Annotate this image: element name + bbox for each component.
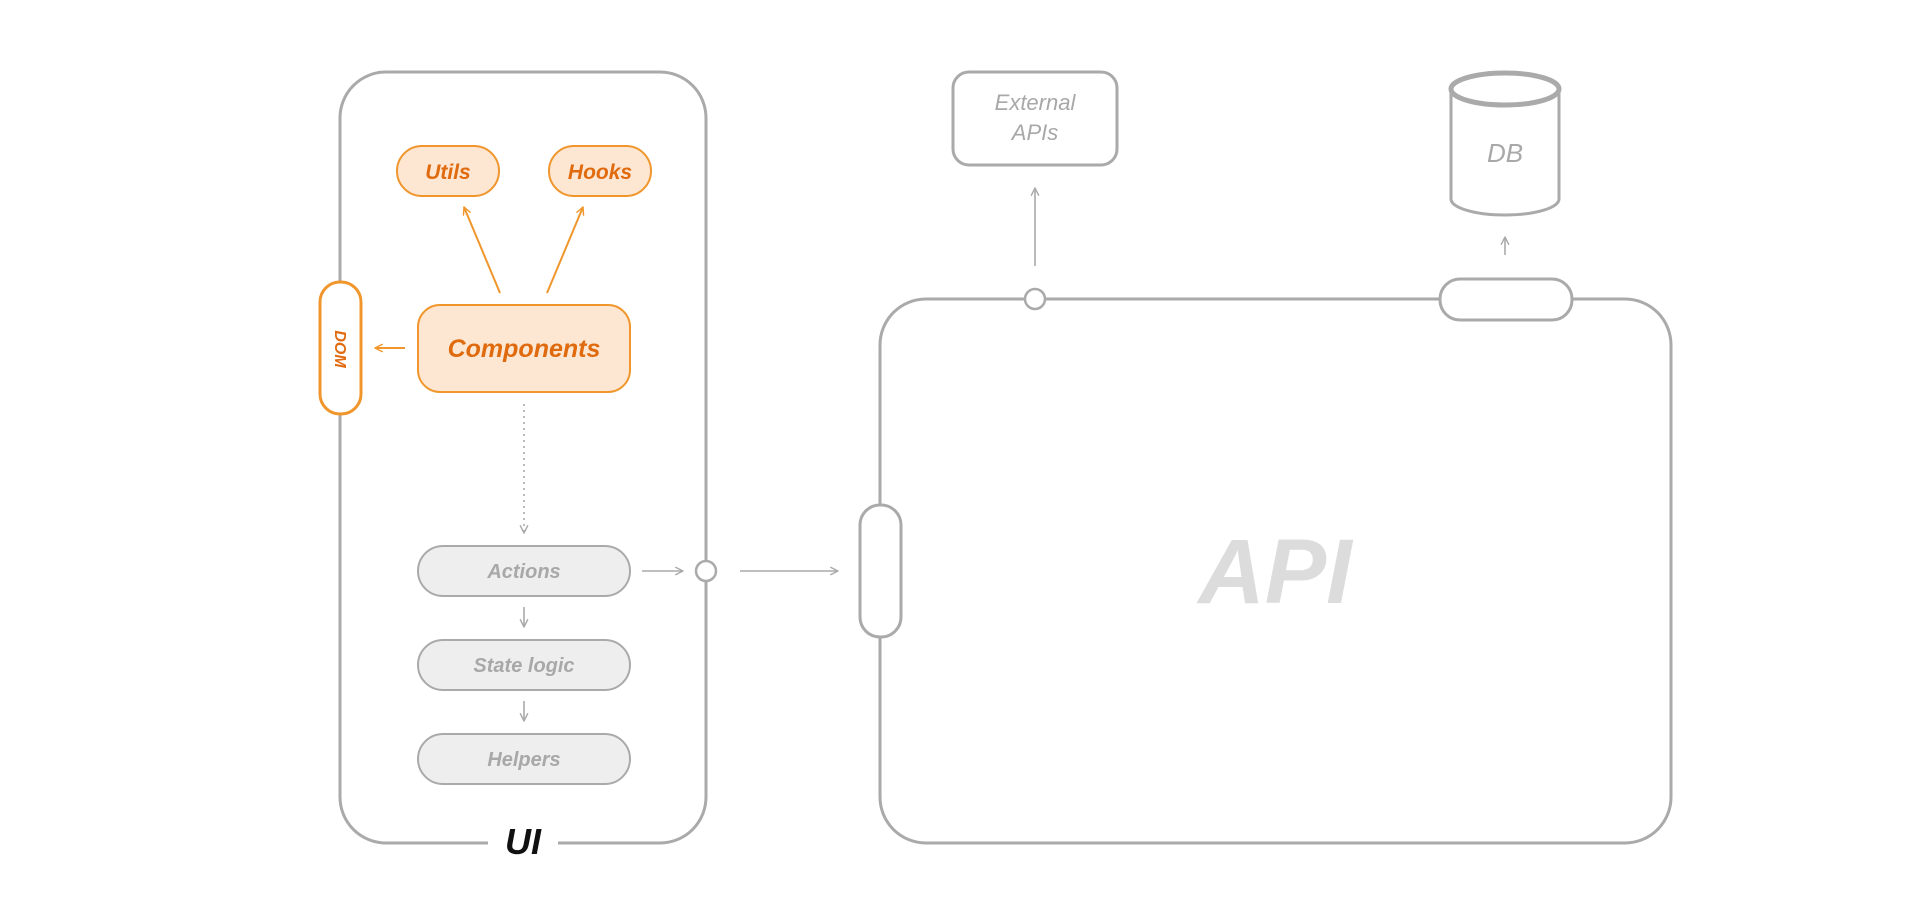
external-apis-label-line2: APIs [1010, 120, 1058, 145]
ui-container-label: UI [505, 821, 542, 862]
state-logic-node: State logic [417, 639, 631, 691]
hooks-node: Hooks [548, 145, 652, 197]
external-apis-label-line1: External [995, 90, 1077, 115]
dom-label: DOM [331, 330, 348, 368]
external-apis-node: External APIs [951, 70, 1119, 167]
arrow-components-to-utils [462, 206, 501, 294]
api-container: API [878, 297, 1673, 845]
db-label: DB [1487, 138, 1523, 168]
actions-node: Actions [417, 545, 631, 597]
ui-output-port [694, 559, 718, 583]
utils-label: Utils [425, 161, 471, 184]
components-node: Components [417, 304, 631, 393]
utils-node: Utils [396, 145, 500, 197]
helpers-node: Helpers [417, 733, 631, 785]
dom-port: DOM [318, 280, 363, 416]
db-cylinder-icon: DB [1448, 70, 1562, 217]
state-logic-label: State logic [473, 655, 574, 677]
api-label: API [1196, 521, 1354, 623]
actions-label: Actions [486, 561, 560, 583]
components-label: Components [448, 335, 601, 363]
api-input-port [858, 503, 903, 639]
hooks-label: Hooks [568, 161, 632, 184]
ui-container: UI [338, 70, 708, 862]
external-apis-port [1023, 287, 1047, 311]
arrow-components-to-hooks [546, 206, 585, 294]
helpers-label: Helpers [487, 749, 560, 771]
db-port [1438, 277, 1574, 322]
